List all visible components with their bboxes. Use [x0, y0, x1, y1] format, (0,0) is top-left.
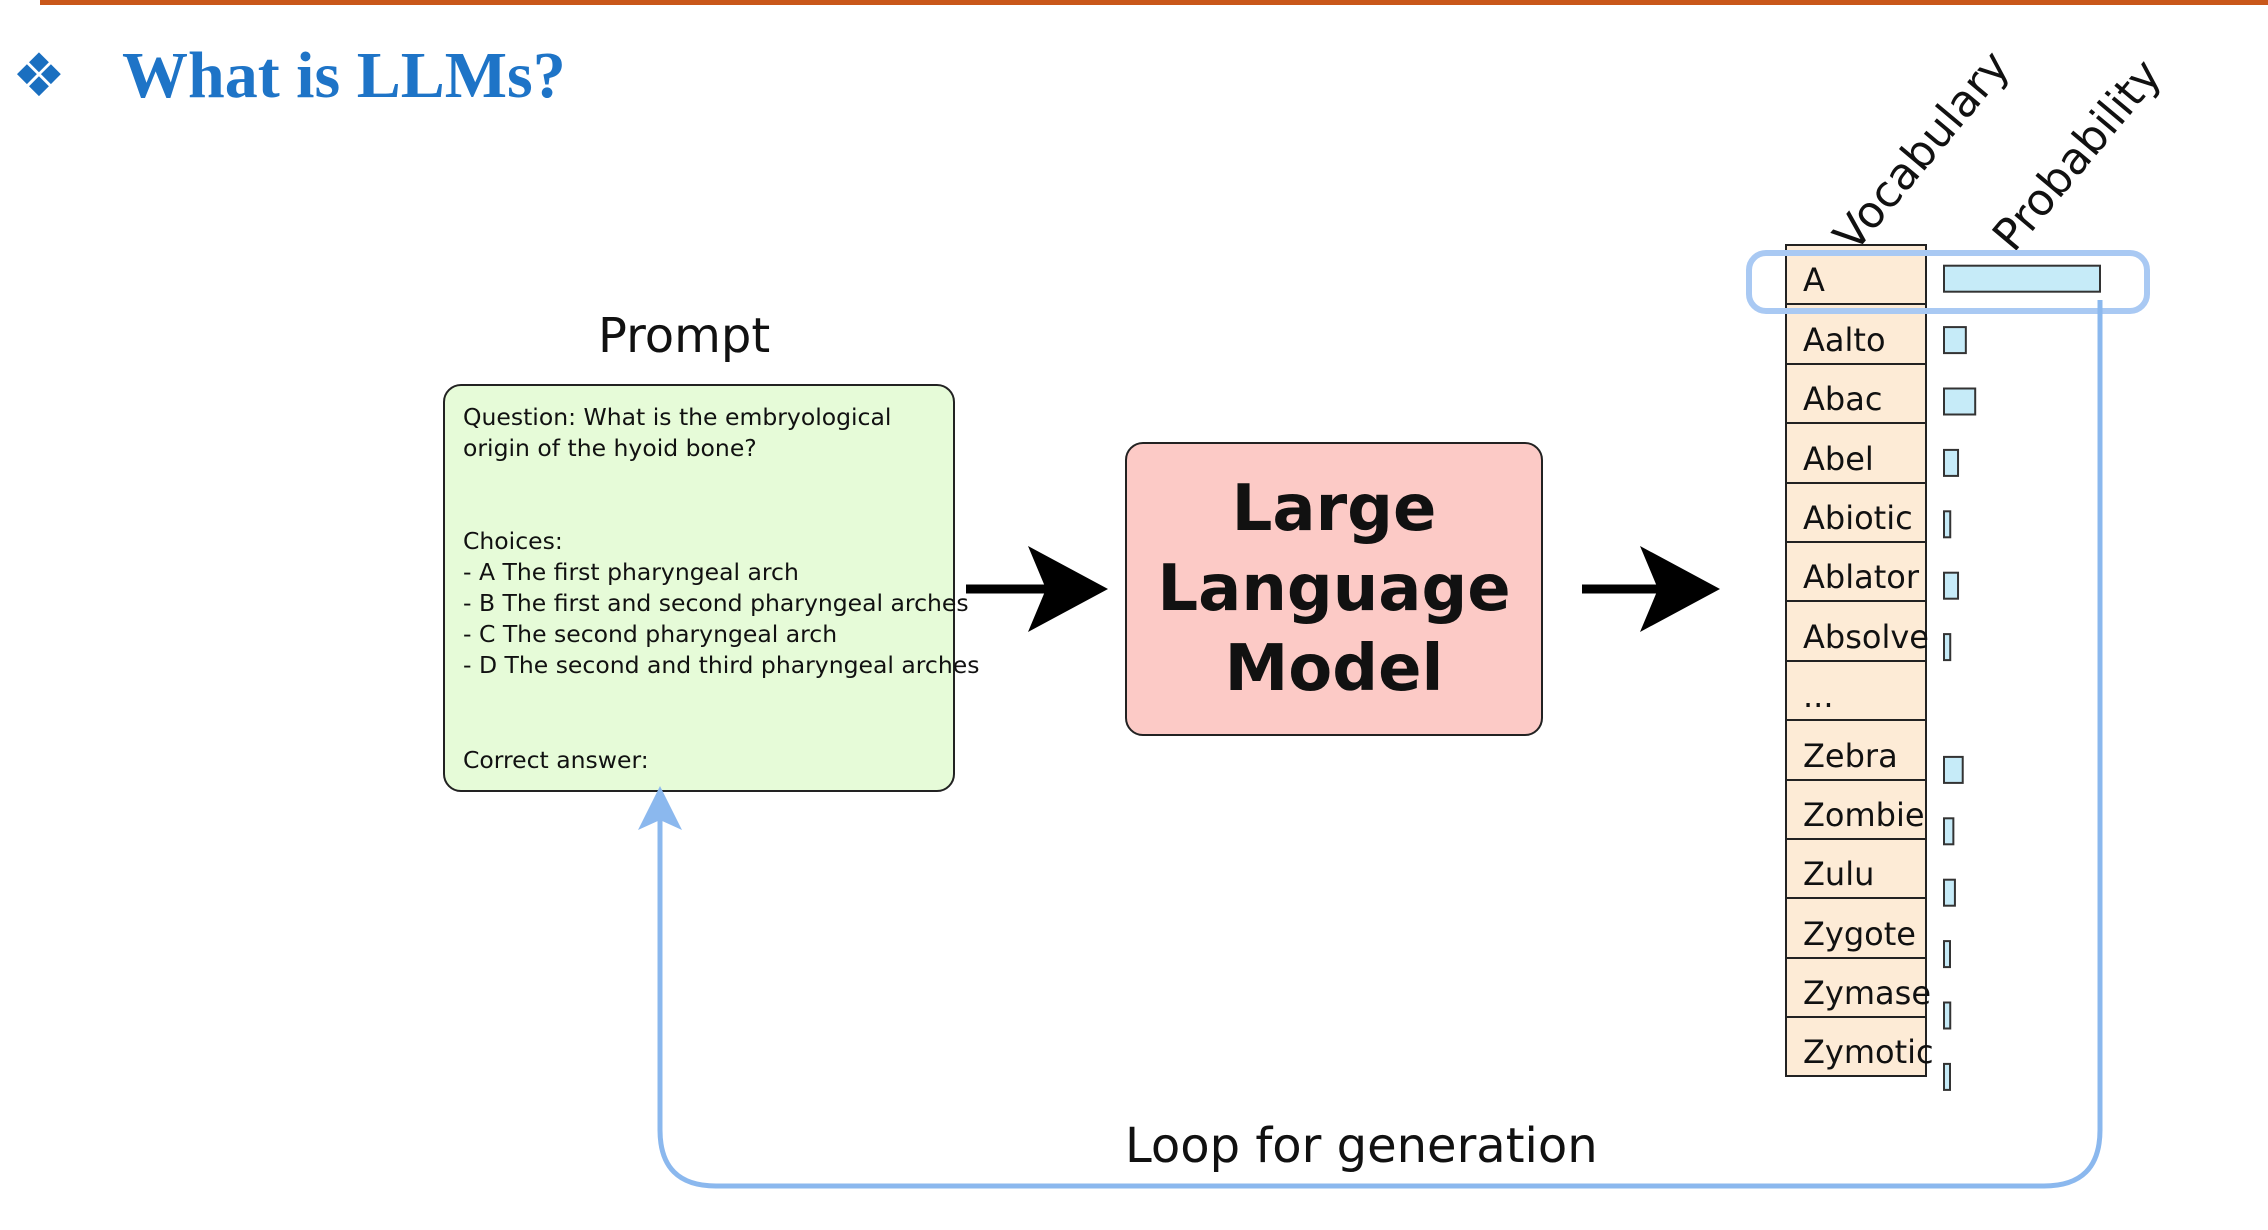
probability-bar	[1943, 448, 1960, 477]
llm-label-line: Large	[1231, 472, 1437, 546]
loop-label: Loop for generation	[1125, 1118, 1598, 1174]
vocab-token: Ablator	[1787, 543, 1925, 603]
vocab-token: Absolve	[1787, 602, 1929, 662]
probability-bar	[1943, 817, 1955, 846]
probability-bar	[1943, 510, 1952, 539]
prompt-heading: Prompt	[598, 308, 771, 364]
vocab-token: Aalto	[1787, 305, 1925, 365]
header-rule	[40, 0, 2268, 5]
vocab-token: ...	[1787, 662, 1925, 722]
vocab-token: Zombie	[1787, 781, 1925, 840]
question-line: origin of the hyoid bone?	[463, 434, 757, 462]
probability-bar	[1943, 326, 1967, 355]
question-line: Question: What is the embryological	[463, 403, 892, 431]
probability-bar	[1943, 1062, 1951, 1091]
choice-item: - B The first and second pharyngeal arch…	[463, 589, 969, 617]
page-title: What is LLMs?	[122, 39, 566, 112]
probability-bar	[1943, 387, 1977, 416]
prompt-to-model-arrow	[966, 546, 1108, 632]
probability-bar	[1943, 571, 1960, 600]
llm-box: Large Language Model	[1125, 442, 1543, 736]
probability-bar	[1943, 633, 1952, 662]
vocab-token: Zymotic	[1787, 1018, 1934, 1078]
choice-item: - A The first pharyngeal arch	[463, 558, 799, 586]
vocab-token: Abac	[1787, 365, 1925, 425]
answer-label: Correct answer:	[463, 746, 649, 774]
vocab-token: Zymase	[1787, 959, 1931, 1019]
choice-item: - D The second and third pharyngeal arch…	[463, 651, 980, 679]
vocab-token: Zulu	[1787, 840, 1925, 900]
title-row: ❖ What is LLMs?	[12, 36, 566, 116]
vocab-token: Abiotic	[1787, 484, 1925, 543]
vocab-token: Zebra	[1787, 721, 1925, 781]
generation-loop-arrow	[638, 300, 2103, 1189]
probability-bar	[1943, 1001, 1952, 1030]
probability-bar	[1943, 878, 1956, 907]
vocab-token: Abel	[1787, 424, 1925, 484]
probability-bar	[1943, 755, 1964, 784]
probability-bars	[1943, 264, 2101, 1091]
diamond-bullet-icon: ❖	[12, 41, 66, 111]
probability-bar	[1943, 940, 1951, 969]
llm-label-line: Model	[1224, 632, 1444, 706]
choices-label: Choices:	[463, 527, 563, 555]
prompt-box: Question: What is the embryological orig…	[443, 384, 980, 792]
selected-token-highlight	[1746, 250, 2150, 314]
probability-bar	[1943, 264, 2101, 293]
model-to-vocab-arrow	[1582, 546, 1720, 632]
llm-label-line: Language	[1157, 552, 1511, 626]
vocab-token: A	[1787, 246, 1925, 306]
choice-item: - C The second pharyngeal arch	[463, 620, 838, 648]
vocab-token: Zygote	[1787, 899, 1925, 959]
